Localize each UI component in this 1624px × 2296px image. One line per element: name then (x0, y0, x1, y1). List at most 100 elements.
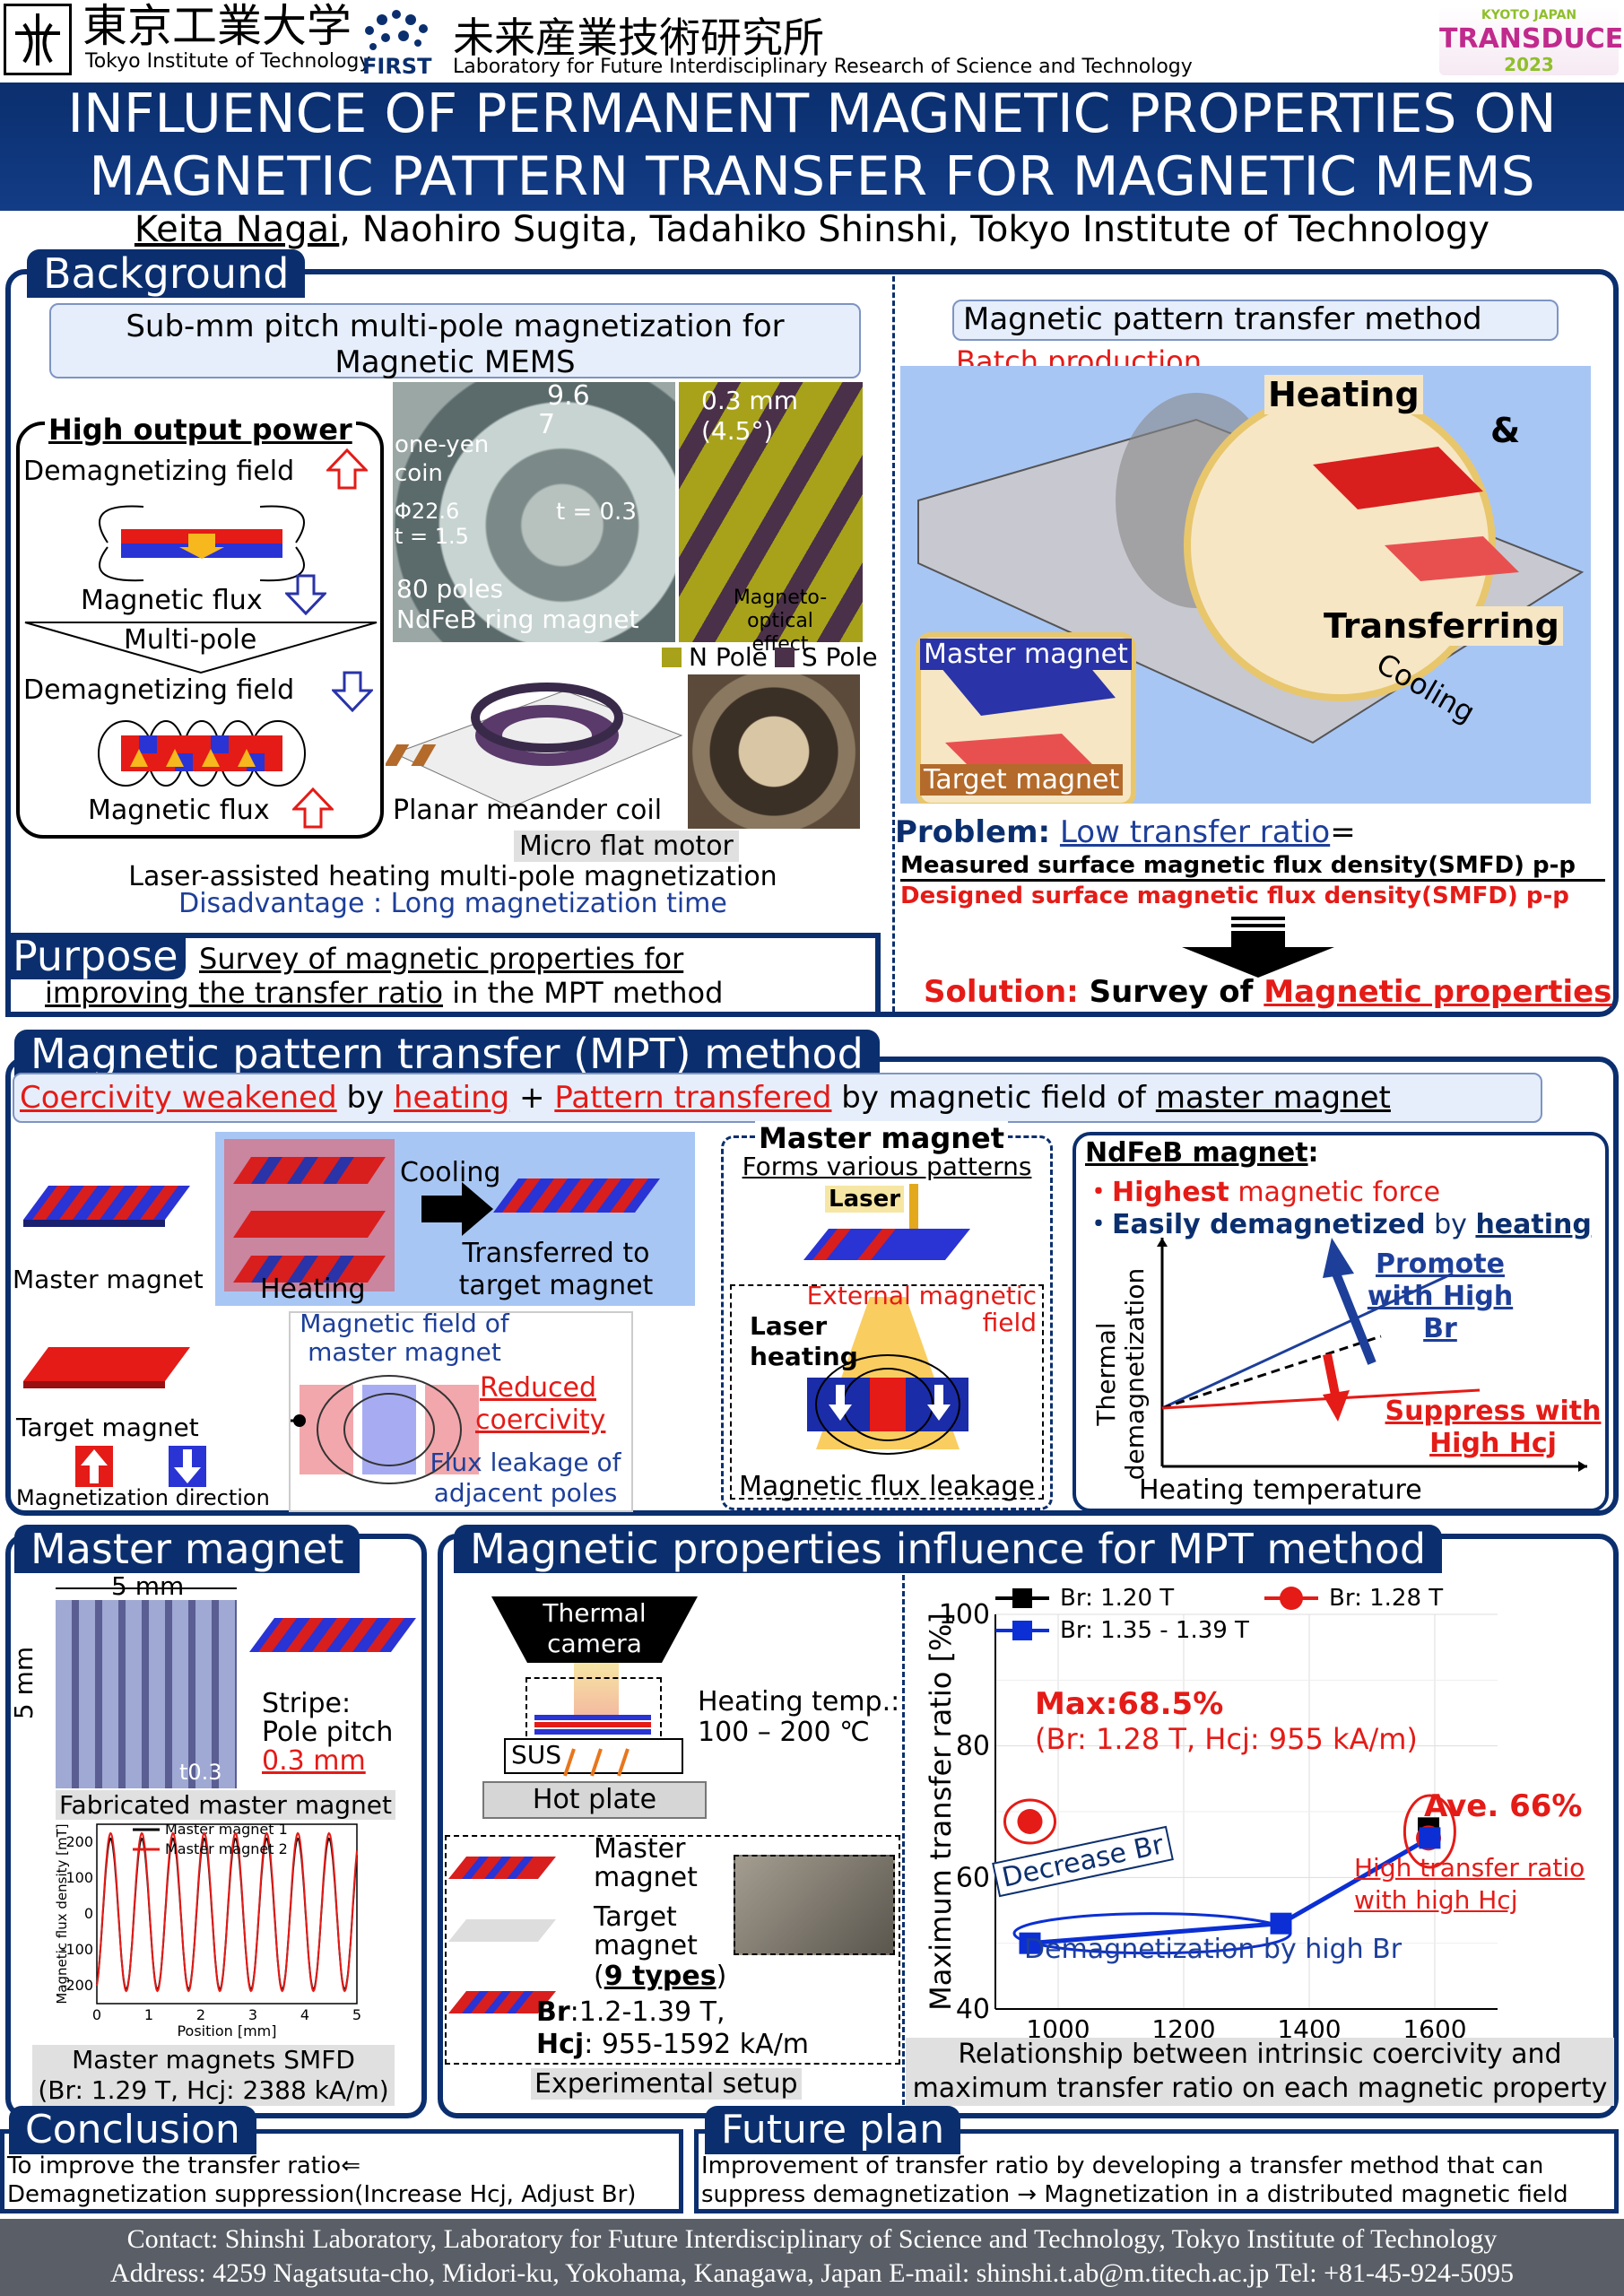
influence-caption-2: maximum transfer ratio on each magnetic … (912, 2073, 1608, 2104)
setup-master: Master magnet (594, 1833, 698, 1893)
hcj-line: Hcj: 955-1592 kA/m (536, 2029, 809, 2060)
motor-photo (688, 674, 860, 829)
smfd-xlabel: Position [mm] (177, 2022, 276, 2039)
background-title: Background (27, 249, 306, 298)
purpose-line2a: improving the transfer ratio (45, 976, 444, 1010)
smfd-ytick: 100 (65, 1869, 93, 1886)
title-line-2: MAGNETIC PATTERN TRANSFER FOR MAGNETIC M… (89, 145, 1535, 208)
dim-7: 7 (538, 409, 556, 440)
sample-photo (734, 1855, 895, 1955)
conference-logo-icon: KYOTO JAPAN TRANSDUCERS 2023 (1439, 7, 1624, 75)
multipole-arrow (23, 621, 378, 674)
types-c: ) (716, 1961, 727, 1992)
footer: Contact: Shinshi Laboratory, Laboratory … (0, 2219, 1624, 2296)
author-presenter: Keita Nagai (134, 209, 340, 250)
smfd-ytick: 200 (65, 1833, 93, 1850)
tr-ylabel: Maximum transfer ratio [%] (924, 1613, 958, 2011)
solution-label: Solution: (924, 974, 1079, 1010)
hcj-val: : 955-1592 kA/m (584, 2029, 810, 2060)
authors-rest: , Naohiro Sugita, Tadahiko Shinshi, Toky… (339, 209, 1490, 250)
smfd-ytick: 0 (84, 1905, 93, 1922)
heated-stack (224, 1139, 395, 1292)
background-divider (892, 276, 895, 1012)
tr-ellipse-red (1403, 1794, 1456, 1869)
future-line2: suppress demagnetization → Magnetization… (701, 2181, 1568, 2208)
t03-label: t = 0.3 (556, 499, 637, 526)
heat-beam (574, 1663, 619, 1717)
eq: = (1330, 814, 1356, 850)
purpose-line2: improving the transfer ratio in the MPT … (45, 976, 723, 1010)
target-label: Target magnet (920, 764, 1124, 796)
moe-label: Magneto-optical effect (733, 587, 828, 656)
footer-line1: Contact: Shinshi Laboratory, Laboratory … (126, 2224, 1498, 2254)
heat-arrows-icon (556, 1740, 637, 1779)
magprops: Magnetic properties (1264, 974, 1612, 1010)
banner-d: + (509, 1080, 555, 1116)
thermal-ylabel: Thermal demagnetization (1091, 1267, 1150, 1481)
smfd-legend-label: Master magnet 2 (165, 1840, 288, 1857)
arrow-down-icon (330, 671, 375, 713)
t03-photo-label: t0.3 (179, 1760, 222, 1785)
high-ratio-1: High transfer ratio (1354, 1853, 1585, 1883)
by-text: by (1425, 1209, 1476, 1240)
hcj-key: Hcj (536, 2029, 585, 2060)
tr-ytick: 60 (956, 1862, 990, 1893)
transferred-label: Transferred to target magnet (458, 1238, 654, 1301)
dim-arrow-h (56, 1587, 237, 1589)
univ-jp: 東京工業大学 (83, 0, 352, 52)
setup-detail-box (445, 1835, 900, 2065)
thermal-camera-icon (491, 1596, 698, 1663)
flux-leak-label: Magnetic flux leakage (738, 1471, 1035, 1502)
tr-legend-marker (1012, 1621, 1032, 1640)
highest-text: ・Highest (1085, 1177, 1229, 1208)
ring-label: NdFeB ring magnet (396, 604, 639, 634)
laser-heating-diagram (735, 1288, 1038, 1467)
laser-heating-label: Laser heating (750, 1311, 858, 1371)
stack-exploded (448, 1848, 565, 2045)
transferring-label: Transferring (1320, 606, 1563, 646)
solution-line: Solution: Survey of Magnetic properties (924, 974, 1611, 1010)
master-label: Master magnet (920, 639, 1132, 670)
five-mm-label: 5 mm (111, 1571, 185, 1601)
target-magnet-label: Target magnet (16, 1413, 199, 1442)
mag-dir-down-icon (169, 1446, 206, 1487)
master-title: Master magnet (14, 1525, 360, 1573)
setup-target: Target magnet (594, 1901, 698, 1961)
master-magnet-slab (22, 1184, 192, 1229)
cooling-label-2: Cooling (400, 1157, 501, 1188)
fraction-bar (900, 879, 1605, 882)
heat-temp: Heating temp.: (698, 1686, 900, 1718)
heat-range: 100 – 200 ℃ (698, 1717, 870, 1748)
tokyo-tech-logo-icon (4, 4, 72, 75)
ext-field-label: External magnetic field (806, 1281, 1037, 1337)
master-magnet-label: Master magnet (13, 1265, 204, 1294)
purpose-line2b: in the MPT method (443, 976, 724, 1010)
s-pole-swatch (774, 647, 795, 667)
multi-pole-magnet-diagram (90, 713, 314, 794)
authors: Keita Nagai, Naohiro Sugita, Tadahiko Sh… (0, 208, 1624, 251)
ave-label: Ave. 66% (1424, 1788, 1583, 1824)
field-diagram (183, 1311, 633, 1512)
footer-line2: Address: 4259 Nagatsuta-cho, Midori-ku, … (110, 2258, 1514, 2288)
heating-label: Heating (1264, 375, 1423, 414)
ndfeb-box (1073, 1132, 1609, 1512)
tr-legend-marker (1012, 1588, 1032, 1608)
dim-9-6: 9.6 (547, 380, 590, 412)
smfd-xtick: 5 (352, 2006, 361, 2023)
reduced-label: Reduced coercivity (475, 1372, 606, 1436)
smfd-ylabel: Magnetic flux density [mT] (54, 1823, 70, 2004)
mm03-label: 0.3 mm (701, 386, 798, 415)
demag-field-label: Demagnetizing field (23, 456, 295, 487)
demag-field-label-2: Demagnetizing field (23, 674, 295, 706)
banner-b: by (336, 1080, 394, 1116)
smfd-ytick: -100 (61, 1941, 93, 1958)
deg-label: (4.5°) (701, 416, 774, 446)
influence-caption: Relationship between intrinsic coercivit… (906, 2038, 1614, 2106)
amp-label: & (1490, 411, 1521, 450)
mag-force-text: magnetic force (1229, 1177, 1441, 1208)
smfd-series-line (96, 1831, 358, 1993)
transferred-slab (491, 1177, 662, 1222)
tr-legend-label: Br: 1.35 - 1.39 T (1060, 1617, 1249, 1644)
multipole-label: Multi-pole (124, 624, 257, 656)
